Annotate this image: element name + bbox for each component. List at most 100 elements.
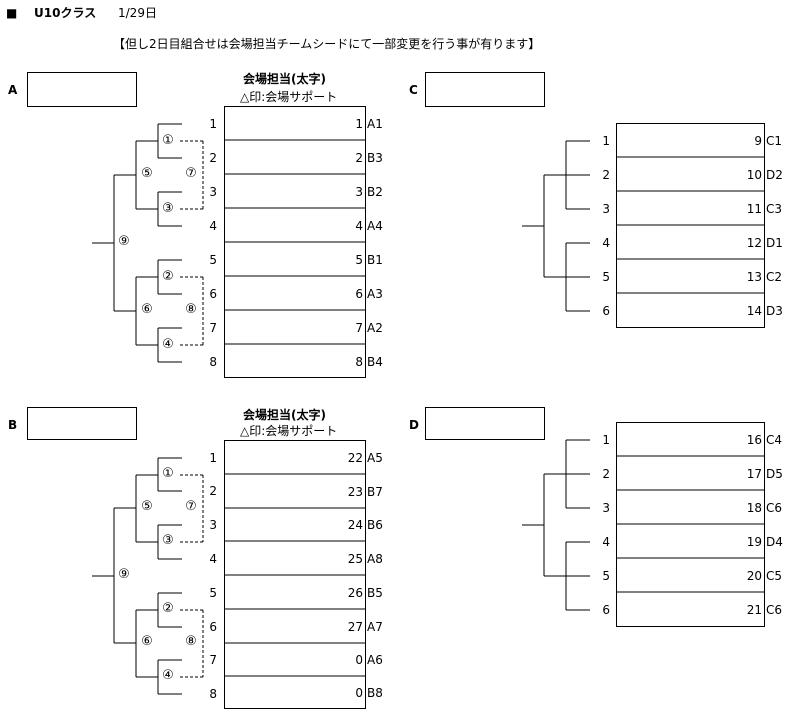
- slot-code: B6: [367, 518, 383, 532]
- slot-number: 3: [355, 185, 363, 199]
- slot-number: 6: [355, 287, 363, 301]
- match-4-label: ④: [162, 668, 174, 683]
- slot-number: 21: [746, 603, 762, 617]
- slot-code: A8: [367, 552, 383, 566]
- slot-number: 25: [347, 552, 363, 566]
- seed-4: 4: [209, 219, 217, 233]
- seed-4: 4: [209, 552, 217, 566]
- seed-3: 3: [602, 202, 610, 216]
- slot-code: B5: [367, 586, 383, 600]
- slot-code: A6: [367, 653, 383, 667]
- group-a-name-field[interactable]: [27, 72, 137, 107]
- group-c-label: C: [409, 83, 418, 97]
- seed-5: 5: [602, 270, 610, 284]
- slot-code: B4: [367, 355, 383, 369]
- seed-6: 6: [209, 287, 217, 301]
- seed-6: 6: [602, 603, 610, 617]
- slot-number: 10: [746, 168, 762, 182]
- match-7-label: ⑦: [185, 499, 197, 514]
- slot-number: 20: [746, 569, 762, 583]
- group-d-label: D: [409, 418, 419, 432]
- slot-number: 1: [355, 117, 363, 131]
- slot-number: 7: [355, 321, 363, 335]
- slot-code: B2: [367, 185, 383, 199]
- seed-1: 1: [602, 134, 610, 148]
- date-label: 1/29日: [118, 6, 157, 20]
- match-5-label: ⑤: [141, 499, 153, 514]
- seed-2: 2: [209, 484, 217, 498]
- slot-code: D5: [766, 467, 783, 481]
- slot-number: 5: [355, 253, 363, 267]
- seed-7: 7: [209, 321, 217, 335]
- seed-3: 3: [602, 501, 610, 515]
- slot-number: 0: [355, 653, 363, 667]
- match-1-label: ①: [162, 466, 174, 481]
- slot-code: B7: [367, 485, 383, 499]
- slot-code: D3: [766, 304, 783, 318]
- match-8-label: ⑧: [185, 634, 197, 649]
- group-b-name-field[interactable]: [27, 407, 137, 440]
- match-2-label: ②: [162, 269, 174, 284]
- slot-number: 13: [746, 270, 762, 284]
- seed-2: 2: [602, 467, 610, 481]
- group-b-label: B: [8, 418, 18, 432]
- slot-code: D2: [766, 168, 783, 182]
- match-3-label: ③: [162, 201, 174, 216]
- seed-6: 6: [209, 620, 217, 634]
- slot-code: C5: [766, 569, 783, 583]
- class-title: U10クラス: [34, 6, 97, 20]
- slot-code: B1: [367, 253, 383, 267]
- seed-2: 2: [209, 151, 217, 165]
- slot-code: A2: [367, 321, 383, 335]
- group-c-name-field[interactable]: [425, 72, 545, 107]
- venue-caption-subtitle: △印:会場サポート: [240, 424, 338, 438]
- slot-number: 0: [355, 686, 363, 700]
- seed-2: 2: [602, 168, 610, 182]
- slot-number: 4: [355, 219, 363, 233]
- match-2-label: ②: [162, 601, 174, 616]
- slot-number: 17: [746, 467, 762, 481]
- slot-number: 16: [746, 433, 762, 447]
- slot-code: A7: [367, 620, 383, 634]
- match-9-label: ⑨: [118, 567, 130, 582]
- seed-3: 3: [209, 518, 217, 532]
- seed-5: 5: [209, 253, 217, 267]
- slot-code: C2: [766, 270, 783, 284]
- slot-code: A3: [367, 287, 383, 301]
- slot-code: C4: [766, 433, 783, 447]
- seed-8: 8: [209, 355, 217, 369]
- seed-7: 7: [209, 653, 217, 667]
- slot-number: 24: [347, 518, 363, 532]
- slot-code: A4: [367, 219, 383, 233]
- group-d-name-field[interactable]: [425, 407, 545, 440]
- venue-caption-subtitle: △印:会場サポート: [240, 90, 338, 104]
- slot-number: 22: [347, 451, 363, 465]
- slot-number: 27: [347, 620, 363, 634]
- header-bullet: ■: [6, 6, 18, 20]
- slot-number: 2: [355, 151, 363, 165]
- match-9-label: ⑨: [118, 234, 130, 249]
- seed-1: 1: [209, 117, 217, 131]
- slot-number: 12: [746, 236, 762, 250]
- seed-3: 3: [209, 185, 217, 199]
- seed-5: 5: [209, 586, 217, 600]
- seed-8: 8: [209, 687, 217, 701]
- slot-number: 9: [754, 134, 762, 148]
- slot-code: A5: [367, 451, 383, 465]
- match-6-label: ⑥: [141, 302, 153, 317]
- slot-number: 18: [746, 501, 762, 515]
- venue-caption-title: 会場担当(太字): [243, 72, 326, 86]
- slot-code: C6: [766, 501, 783, 515]
- match-1-label: ①: [162, 133, 174, 148]
- group-a-label: A: [8, 83, 18, 97]
- slot-code: B8: [367, 686, 383, 700]
- slot-code: D4: [766, 535, 783, 549]
- slot-number: 23: [347, 485, 363, 499]
- match-7-label: ⑦: [185, 166, 197, 181]
